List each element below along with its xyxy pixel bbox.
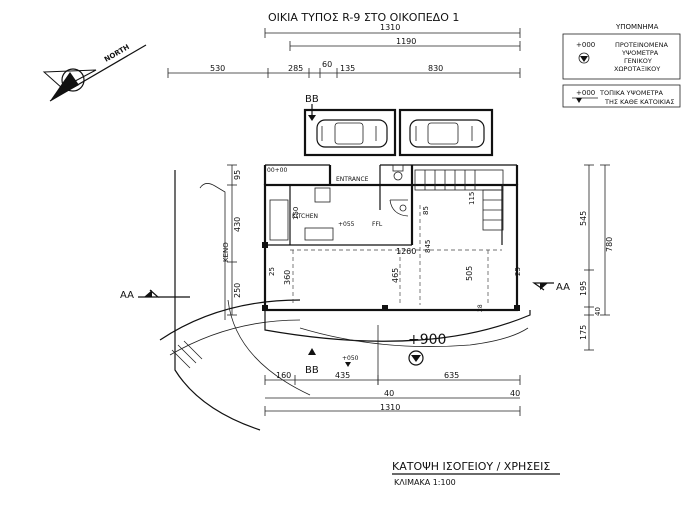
terrace: +900 +050 <box>264 310 531 385</box>
dim-inner-25a: 25 <box>268 267 276 276</box>
right-dimensions: 545 195 40 175 780 <box>579 164 614 351</box>
inner-dimensions: 150 115 85 1260 845 360 465 505 25 25 28 <box>268 192 522 312</box>
dim-inner-1260: 1260 <box>396 247 416 256</box>
staircase <box>414 169 504 231</box>
section-aa-right: AA <box>556 282 570 293</box>
left-dimensions: 95 430 250 <box>227 164 242 316</box>
dim-bottom-small-2: 40 <box>510 389 520 398</box>
dim-top-part-2: 285 <box>288 64 303 73</box>
dim-bottom-1: 160 <box>276 371 291 380</box>
dim-inner-28: 28 <box>477 304 484 312</box>
legend-text-2b: ΤΗΣ ΚΑΘΕ ΚΑΤΟΙΚΙΑΣ <box>604 98 674 106</box>
level-055: +055 <box>338 221 355 228</box>
dim-bottom-2: 435 <box>335 371 350 380</box>
drawing-title: ΟΙΚΙΑ ΤΥΠΟΣ R-9 ΣΤΟ ΟΙΚΟΠΕΔΟ 1 <box>268 11 459 24</box>
legend-text-2a: ΤΟΠΙΚΑ ΥΨΟΜΕΤΡΑ <box>599 89 663 97</box>
dim-inner-505: 505 <box>465 266 474 281</box>
dim-left-1: 95 <box>233 170 242 180</box>
legend-text-1a: ΠΡΟΤΕΙΝΟΜΕΝΑ <box>615 41 668 49</box>
legend: ΥΠΟΜΝΗΜΑ +000 ΠΡΟΤΕΙΝΟΜΕΝΑ ΥΨΟΜΕΤΡΑ ΓΕΝΙ… <box>562 23 681 108</box>
section-marks: BB BB AA AA <box>120 94 570 376</box>
room-keno: KENO <box>222 242 230 262</box>
parking <box>303 108 494 157</box>
house-walls <box>262 164 520 312</box>
caption-scale: ΚΛΙΜΑΚΑ 1:100 <box>394 478 456 487</box>
dim-right-1: 545 <box>579 211 588 226</box>
section-bb-bottom: BB <box>305 365 319 376</box>
dim-top-part-3: 60 <box>322 60 332 69</box>
dim-bottom-3: 635 <box>444 371 459 380</box>
level-900: +900 <box>408 332 446 348</box>
dim-inner-465: 465 <box>391 268 400 283</box>
bottom-dimensions: 160 435 635 40 40 1310 <box>264 371 521 416</box>
level-050: +050 <box>342 355 359 362</box>
legend-text-1b: ΥΨΟΜΕΤΡΑ <box>621 49 659 57</box>
dim-right-4: 175 <box>579 325 588 340</box>
north-arrow: NORTH <box>42 43 147 102</box>
room-kitchen: KITCHEN <box>292 213 318 220</box>
site-boundary <box>159 170 311 431</box>
dim-inner-25b: 25 <box>514 267 522 276</box>
level-0000: 00+00 <box>267 167 287 174</box>
dim-top-part-5: 830 <box>428 64 443 73</box>
room-ffl: FFL <box>372 221 383 228</box>
kitchen-fittings <box>269 164 409 241</box>
dim-top-part-1: 530 <box>210 64 225 73</box>
dim-right-2: 195 <box>579 281 588 296</box>
top-dimensions: 1310 1190 530 285 60 135 830 <box>167 23 521 78</box>
caption: ΚΑΤΟΨΗ ΙΣΟΓΕΙΟΥ / ΧΡΗΣΕΙΣ ΚΛΙΜΑΚΑ 1:100 <box>392 460 560 487</box>
section-aa-left: AA <box>120 290 134 301</box>
dim-right-3: 40 <box>594 307 602 316</box>
legend-symbol-2: +000 <box>576 89 595 97</box>
legend-heading: ΥΠΟΜΝΗΜΑ <box>615 23 659 31</box>
dim-bottom-small-1: 40 <box>384 389 394 398</box>
dim-left-3: 250 <box>233 283 242 298</box>
dim-inner-150: 150 <box>292 207 300 220</box>
dim-left-2: 430 <box>233 217 242 232</box>
dim-top-part-4: 135 <box>340 64 355 73</box>
dim-bottom-total: 1310 <box>380 403 400 412</box>
dim-top-sub: 1190 <box>396 37 416 46</box>
caption-main: ΚΑΤΟΨΗ ΙΣΟΓΕΙΟΥ / ΧΡΗΣΕΙΣ <box>392 460 550 473</box>
room-labels: 00+00 ENTRANCE KITCHEN +055 KENO FFL <box>222 167 383 262</box>
dim-top-total: 1310 <box>380 23 400 32</box>
legend-text-1c: ΓΕΝΙΚΟΥ <box>624 57 652 65</box>
dim-inner-85: 85 <box>422 206 430 215</box>
legend-text-1d: ΧΩΡΟΤΑΞΙΚΟΥ <box>614 65 660 73</box>
dim-inner-845: 845 <box>424 240 432 253</box>
legend-symbol-1: +000 <box>576 41 595 49</box>
dim-right-total: 780 <box>605 237 614 252</box>
dim-inner-360: 360 <box>283 270 292 285</box>
north-label: NORTH <box>103 43 131 64</box>
section-bb-top: BB <box>305 94 319 105</box>
dim-inner-115: 115 <box>468 192 476 205</box>
room-entrance: ENTRANCE <box>336 176 369 183</box>
